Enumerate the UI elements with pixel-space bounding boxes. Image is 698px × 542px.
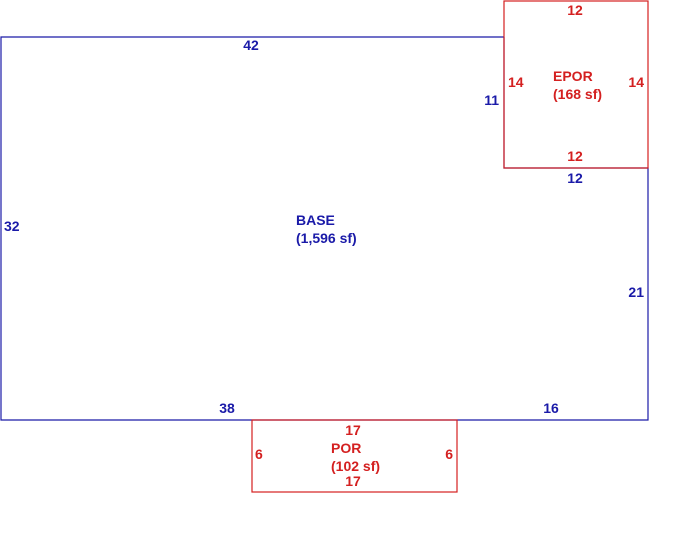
base-dim-left: 32 xyxy=(4,218,20,234)
base-dim-bottom-right: 16 xyxy=(543,400,559,416)
base-name-label: BASE xyxy=(296,212,335,228)
por-area-label: (102 sf) xyxy=(331,458,380,474)
epor-name-label: EPOR xyxy=(553,68,593,84)
base-dim-right: 21 xyxy=(628,284,644,300)
base-outline xyxy=(0,36,649,421)
epor-dim-right: 14 xyxy=(628,74,644,90)
por-dim-bottom: 17 xyxy=(345,473,361,489)
por-name-label: POR xyxy=(331,440,361,456)
base-dim-step-horizontal: 12 xyxy=(567,170,583,186)
base-dim-top: 42 xyxy=(243,37,259,53)
epor-area-label: (168 sf) xyxy=(553,86,602,102)
por-dim-left: 6 xyxy=(255,446,263,462)
por-dim-top: 17 xyxy=(345,422,361,438)
por-outline xyxy=(251,419,458,493)
epor-dim-bottom: 12 xyxy=(567,148,583,164)
epor-outline xyxy=(503,0,649,169)
epor-dim-top: 12 xyxy=(567,2,583,18)
base-area-label: (1,596 sf) xyxy=(296,230,357,246)
base-dim-bottom-left: 38 xyxy=(219,400,235,416)
base-dim-step-vertical: 11 xyxy=(484,92,499,108)
epor-dim-left: 14 xyxy=(508,74,524,90)
por-dim-right: 6 xyxy=(445,446,453,462)
